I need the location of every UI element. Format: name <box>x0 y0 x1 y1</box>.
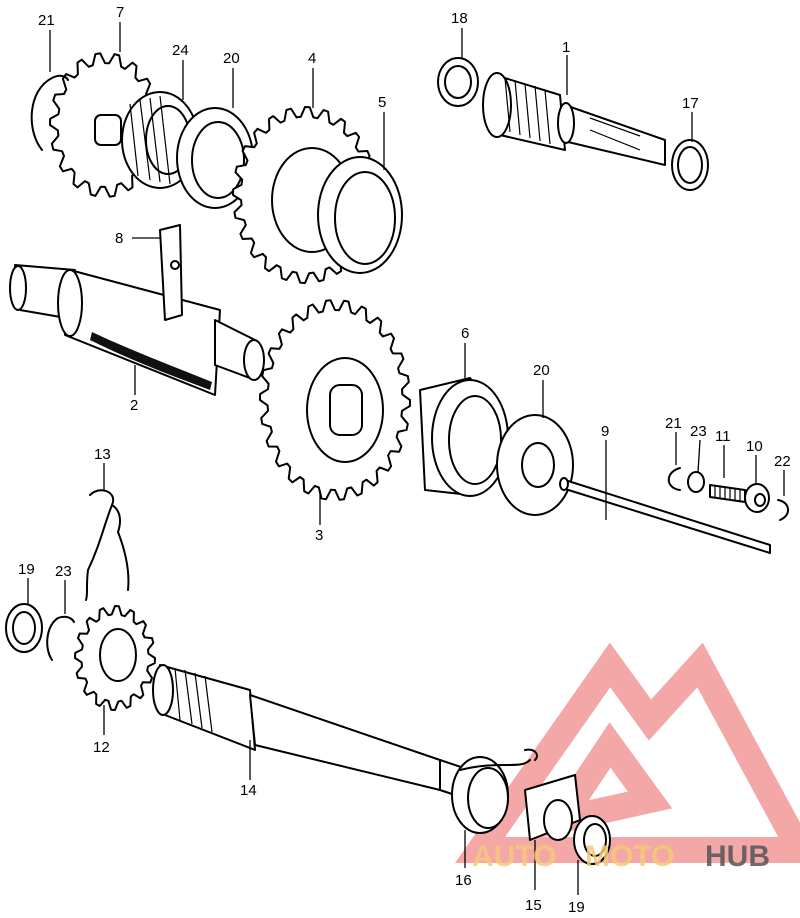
part-23-circlip-lower <box>46 615 75 661</box>
label-24: 24 <box>172 42 189 59</box>
label-2: 2 <box>130 397 138 414</box>
label-23b: 23 <box>55 563 72 580</box>
part-17-washer <box>671 139 709 191</box>
label-19: 19 <box>18 561 35 578</box>
part-18-washer <box>437 57 479 107</box>
label-16: 16 <box>455 872 472 889</box>
label-4: 4 <box>308 50 316 67</box>
label-19b: 19 <box>568 899 585 916</box>
part-23-circlip <box>30 74 69 151</box>
part-5-bushing <box>317 156 403 274</box>
label-20: 20 <box>223 50 240 67</box>
label-21: 21 <box>665 415 682 432</box>
label-12: 12 <box>93 739 110 756</box>
part-19-washer-right <box>573 815 611 865</box>
part-12-gear <box>74 605 156 711</box>
part-13-spring-clip <box>85 489 130 601</box>
part-6-bushing <box>419 377 509 497</box>
part-15-collar <box>524 774 581 841</box>
watermark-auto: AUTO <box>472 840 556 873</box>
label-3: 3 <box>315 527 323 544</box>
part-3-gear <box>259 299 411 501</box>
label-10: 10 <box>746 438 763 455</box>
label-1: 1 <box>562 39 570 56</box>
part-14-kick-shaft <box>152 664 471 801</box>
watermark-text: AUTO MOTO HUB <box>472 840 770 873</box>
label-5: 5 <box>378 94 386 111</box>
watermark-moto: MOTO <box>585 840 674 873</box>
part-11-spring <box>709 484 746 503</box>
watermark-triangle <box>454 642 800 863</box>
part-19-washer-left <box>5 603 43 653</box>
part-2-main-shaft <box>9 264 265 396</box>
label-22: 23 <box>690 423 707 440</box>
watermark-logo <box>454 642 800 863</box>
part-21-clip-left <box>667 467 681 491</box>
label-17: 17 <box>682 95 699 112</box>
part-9-rod <box>559 477 771 554</box>
label-20b: 20 <box>533 362 550 379</box>
part-1-splined-shaft <box>482 72 666 166</box>
label-9: 9 <box>601 423 609 440</box>
part-20-washer-top <box>176 107 254 209</box>
label-8: 8 <box>115 230 123 247</box>
label-7: 7 <box>116 4 124 21</box>
part-20-washer-middle <box>496 414 574 516</box>
part-22-washer <box>687 471 705 493</box>
part-10-nut <box>744 483 770 513</box>
label-21b: 22 <box>774 453 791 470</box>
part-21-clip-right <box>777 499 789 521</box>
part-8-fork <box>159 224 183 321</box>
label-11: 11 <box>715 428 731 445</box>
leader-lines <box>27 22 785 895</box>
part-number-labels: 21 7 24 20 4 5 18 1 17 8 2 6 20 3 9 21 2… <box>18 4 791 916</box>
part-16-torsion-spring <box>451 748 538 834</box>
label-6: 6 <box>461 325 469 342</box>
label-18: 18 <box>451 10 468 27</box>
label-15: 15 <box>525 897 542 914</box>
label-14: 14 <box>240 782 257 799</box>
watermark-hub: HUB <box>705 840 770 873</box>
label-23: 21 <box>38 12 55 29</box>
label-13: 13 <box>94 446 111 463</box>
